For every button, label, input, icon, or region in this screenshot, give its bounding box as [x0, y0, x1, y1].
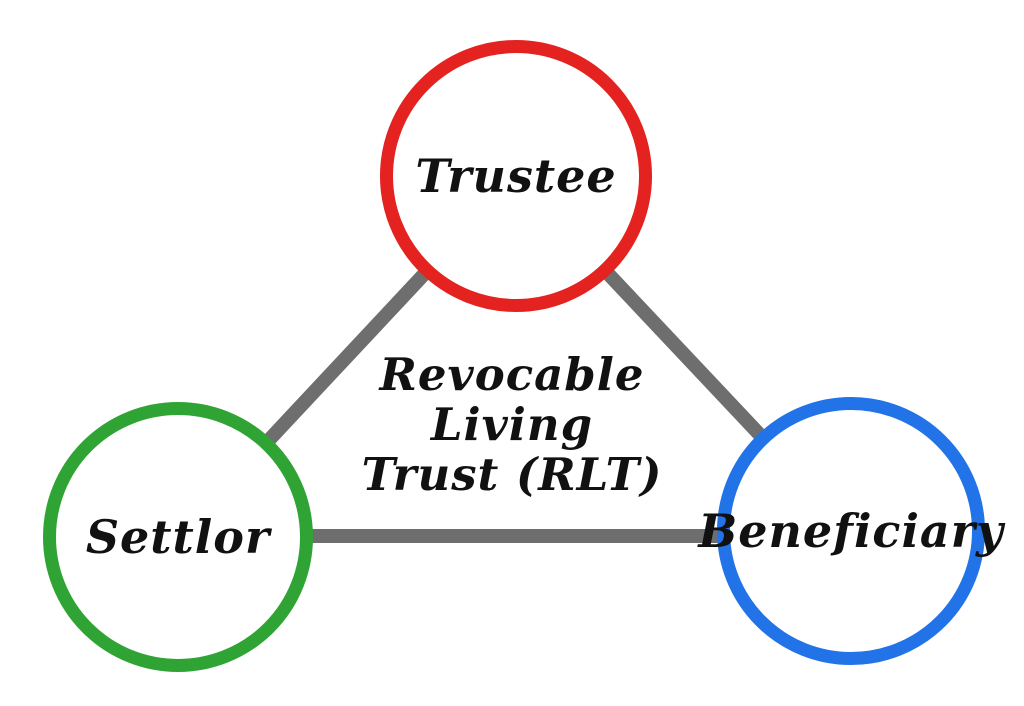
diagram-title-line-1: Revocable — [379, 348, 645, 401]
edge-settlor-beneficiary — [178, 529, 851, 543]
diagram-title-line-2: Living — [430, 398, 594, 451]
node-trustee: Trustee — [380, 40, 652, 312]
node-label-settlor: Settlor — [85, 510, 271, 564]
node-label-beneficiary: Beneficiary — [698, 504, 1004, 558]
diagram-title-line-3: Trust (RLT) — [361, 448, 663, 501]
node-label-trustee: Trustee — [415, 149, 617, 203]
diagram-title: Revocable Living Trust (RLT) — [262, 350, 762, 500]
